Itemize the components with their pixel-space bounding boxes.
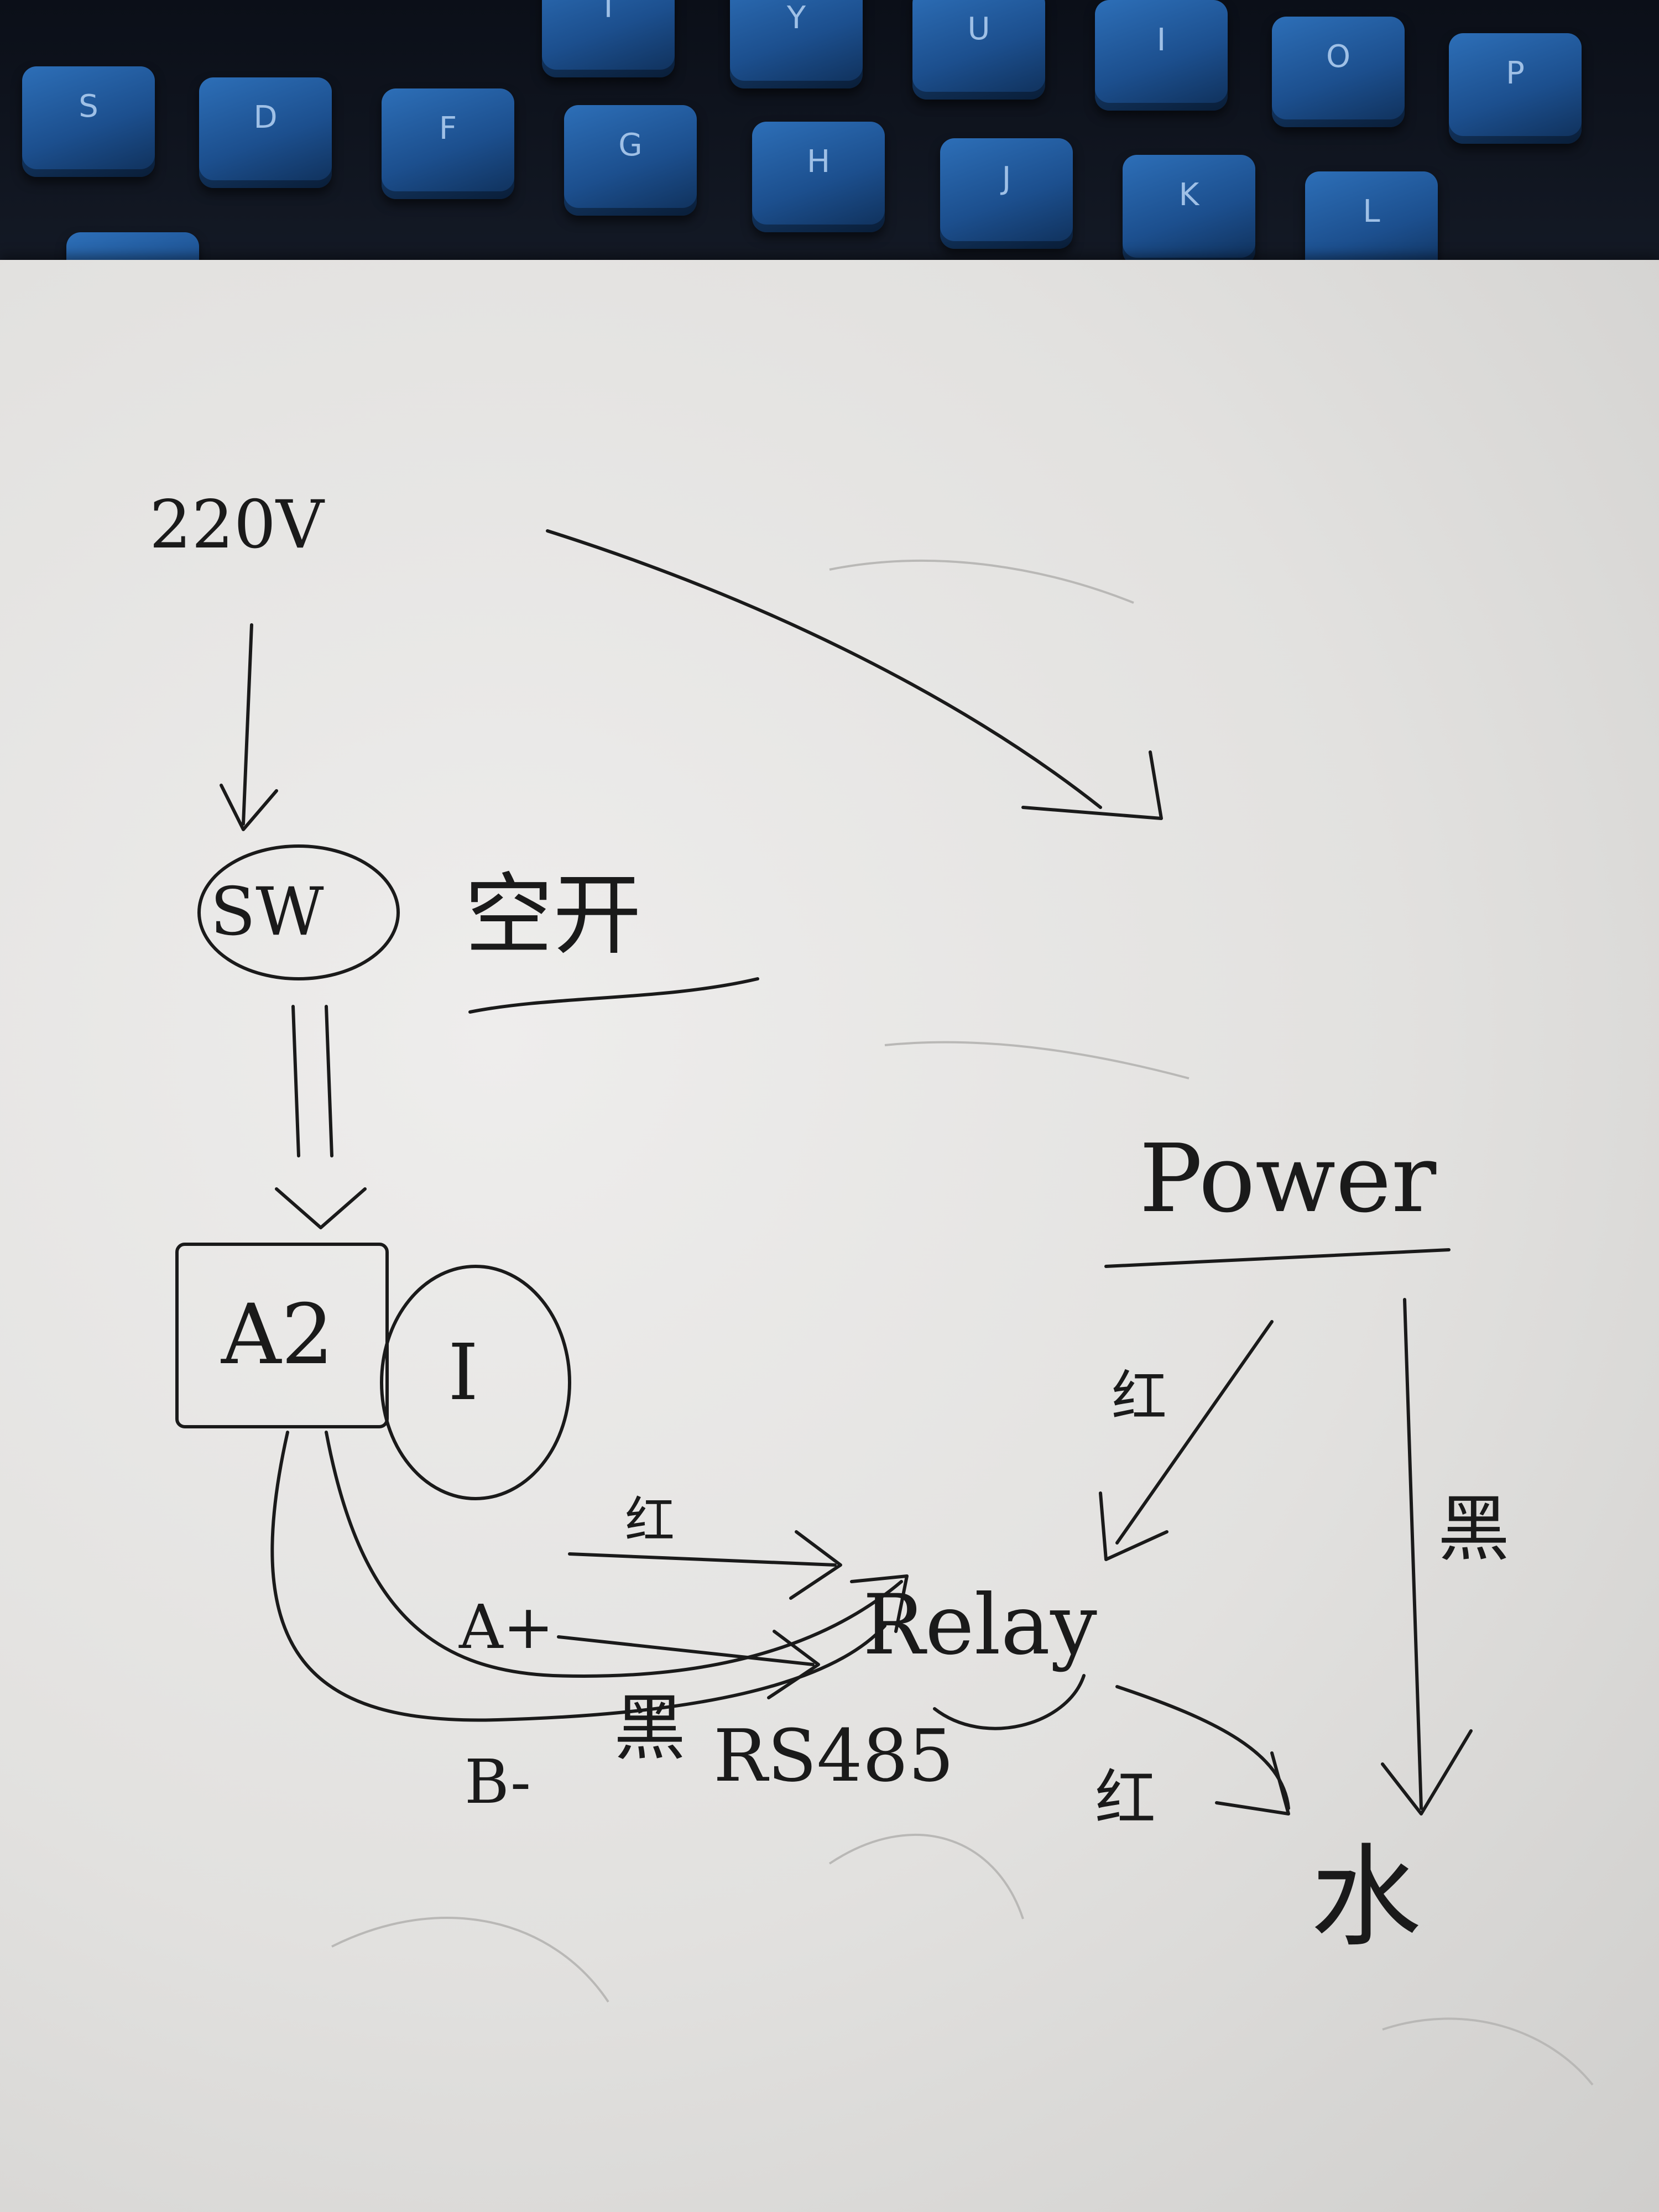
bus-a-label: A+ [458, 1592, 554, 1662]
controller-label: A2 [221, 1287, 334, 1383]
arrow-switch-to-controller [291, 1005, 333, 1157]
controller-port-circle [380, 1265, 571, 1500]
bus-a-curve [325, 1431, 903, 1678]
controller-port-label: I [448, 1328, 478, 1418]
annotation-underline [468, 977, 759, 1014]
show-through-mark [828, 1833, 1024, 1919]
wiring-diagram: 220V SW 空开 A2 I 红 黑 Relay P [149, 487, 1594, 2086]
wire-line1-label: 红 [625, 1491, 675, 1550]
show-through-mark [331, 1916, 609, 2003]
arrow-head [789, 1530, 842, 1600]
key-j: J [940, 138, 1073, 249]
load-label: 水 [1311, 1833, 1421, 1962]
key-t: T [542, 0, 675, 77]
key-i: I [1095, 0, 1228, 111]
paper-sheet: 220V SW 空开 A2 I 红 黑 Relay P [0, 260, 1659, 2212]
arrow-head [767, 1630, 820, 1699]
power-underline [1104, 1248, 1451, 1268]
bus-protocol-label: RS485 [713, 1714, 954, 1798]
arrow-head [220, 784, 278, 831]
show-through-mark [1382, 2017, 1594, 2086]
show-through-mark [884, 1041, 1190, 1079]
arrow-power-to-load [1403, 1298, 1423, 1810]
relay-scribble [933, 1674, 1086, 1730]
wire-line2-label: 黑 [614, 1686, 686, 1770]
arrow-input-to-power [546, 529, 1102, 809]
key-y: Y [730, 0, 863, 88]
key-f: F [382, 88, 514, 199]
relay-to-load-label: 红 [1095, 1763, 1156, 1834]
keyboard-background: T Y U I O P S D F G H J K L X [0, 0, 1659, 288]
key-h: H [752, 122, 885, 232]
wire-line1-arrow [568, 1552, 837, 1567]
input-voltage-label: 220V [149, 487, 325, 564]
bus-b-curve [270, 1431, 886, 1722]
power-to-load-label: 黑 [1438, 1487, 1510, 1571]
key-d: D [199, 77, 332, 188]
arrow-relay-to-load [1115, 1685, 1290, 1810]
key-o: O [1272, 17, 1405, 127]
arrow-head [1021, 750, 1163, 820]
power-label: Power [1139, 1124, 1437, 1234]
arrow-power-to-relay [1115, 1320, 1274, 1545]
key-u: U [912, 0, 1045, 100]
wire-line2-arrow [557, 1635, 815, 1666]
arrow-head [275, 1187, 367, 1229]
arrow-head [1099, 1491, 1168, 1561]
switch-circle [197, 844, 400, 980]
controller-box [175, 1243, 389, 1428]
switch-annotation: 空开 [465, 863, 641, 967]
arrow-head [850, 1574, 909, 1633]
arrow-head [1215, 1751, 1290, 1815]
arrow-input-to-switch [242, 623, 253, 826]
key-s: S [22, 66, 155, 177]
relay-label: Relay [863, 1577, 1097, 1673]
key-p: P [1449, 33, 1582, 144]
show-through-mark [829, 559, 1134, 604]
power-to-relay-label: 红 [1112, 1364, 1167, 1429]
switch-label: SW [210, 874, 324, 951]
key-g: G [564, 105, 697, 216]
bus-b-label: B- [465, 1746, 531, 1817]
key-k: K [1123, 155, 1255, 265]
arrow-head [1381, 1729, 1473, 1815]
